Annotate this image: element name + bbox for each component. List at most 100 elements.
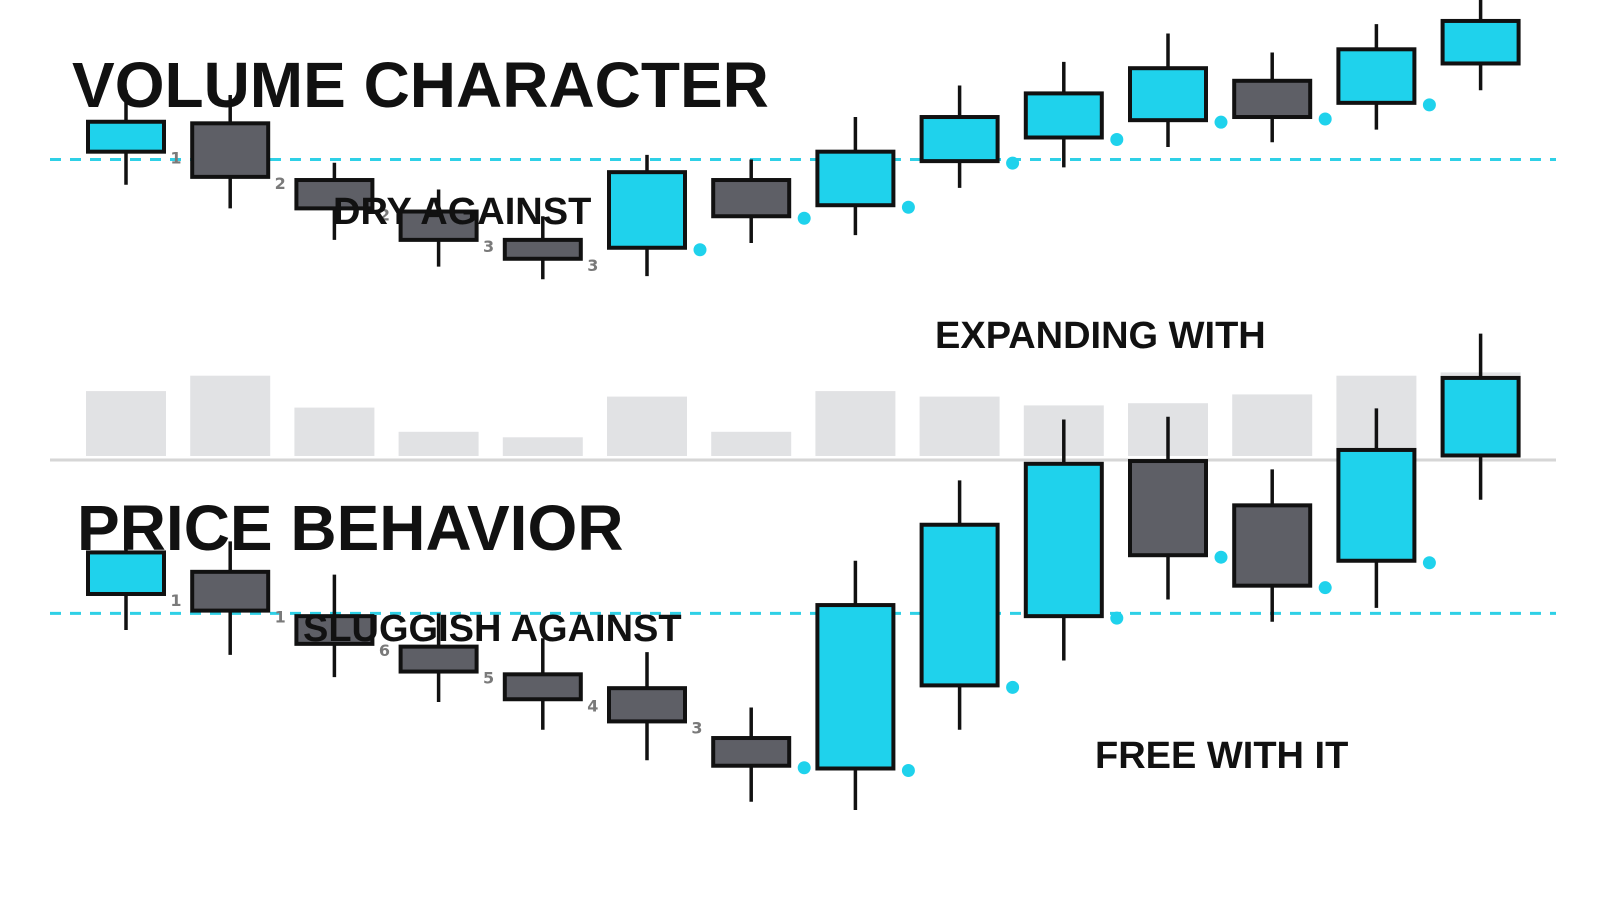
candle-body — [294, 614, 375, 646]
annotation-expanding-with: EXPANDING WITH — [935, 315, 1266, 357]
candle-body — [1023, 91, 1104, 140]
signal-dot — [693, 243, 707, 257]
signal-dot — [1422, 556, 1436, 570]
candle — [711, 159, 811, 244]
volume-bar — [711, 431, 792, 456]
candle-body — [607, 686, 687, 724]
candle-count-label: 6 — [379, 641, 390, 660]
candle — [1128, 416, 1228, 600]
volume-bars — [86, 372, 1521, 456]
candle — [1128, 33, 1228, 147]
candles: 1 2 2 3 3 — [86, 0, 1521, 280]
candle-body — [398, 644, 479, 674]
candle-count-label: 1 — [170, 591, 181, 610]
candle-body — [294, 178, 375, 211]
candle — [1440, 0, 1521, 91]
panel-title: PRICE BEHAVIOR — [77, 492, 623, 564]
candle-body — [1128, 459, 1208, 558]
candle-body — [86, 119, 166, 154]
candle: 2 — [294, 162, 390, 240]
signal-dot — [1422, 98, 1436, 112]
candle-body — [502, 672, 583, 702]
candle: 6 — [294, 574, 390, 678]
annotation-sluggish-against: SLUGGISH AGAINST — [303, 608, 682, 650]
candle-body — [919, 115, 1000, 164]
volume-bar — [398, 431, 479, 456]
candle-body — [86, 550, 166, 596]
candle: 3 — [398, 189, 494, 267]
candle-body — [1232, 78, 1313, 120]
candles: 1 1 6 5 43 — [86, 333, 1521, 811]
candle-count-label: 3 — [483, 237, 494, 256]
volume-bar — [86, 391, 166, 456]
candle — [919, 85, 1020, 188]
candle-count-label: 2 — [379, 205, 390, 224]
volume-bar — [190, 375, 271, 456]
candle-count-label: 1 — [275, 608, 286, 627]
candle-body — [815, 149, 896, 208]
annotation-free-with-it: FREE WITH IT — [1095, 735, 1348, 777]
volume-bar — [1232, 394, 1313, 456]
candle — [711, 707, 811, 802]
candle — [607, 154, 707, 277]
signal-dot — [1214, 115, 1228, 129]
candle-body — [711, 736, 792, 768]
candle-count-label: 2 — [275, 174, 286, 193]
candle-count-label: 4 — [587, 696, 598, 715]
candle — [1023, 61, 1124, 168]
signal-dot — [797, 761, 811, 775]
candle: 5 — [398, 613, 494, 703]
signal-dot — [1006, 156, 1020, 170]
candle-count-label: 1 — [170, 149, 181, 168]
signal-dot — [1318, 112, 1332, 126]
candle — [815, 560, 915, 811]
candle: 3 — [502, 216, 598, 280]
candle-body — [607, 170, 687, 250]
candle-body — [711, 178, 792, 219]
candle — [815, 117, 915, 236]
price-panel: 1 1 6 5 43 PRICE BEHAVIOR SLUGGISH AGAINST F… — [50, 333, 1556, 811]
candle: 1 — [86, 90, 182, 185]
candle: 4 — [502, 638, 598, 730]
signal-dot — [797, 211, 811, 225]
candle-body — [1128, 66, 1208, 123]
candle-body — [502, 237, 583, 261]
volume-bar — [294, 407, 375, 456]
signal-dot — [1110, 133, 1124, 146]
signal-dot — [1214, 550, 1228, 564]
panel-title: VOLUME CHARACTER — [72, 49, 769, 121]
candle-body — [1440, 375, 1521, 458]
candle-body — [1336, 47, 1417, 105]
candle: 3 — [607, 652, 703, 761]
signal-dot — [901, 764, 915, 777]
volume-bar — [502, 437, 583, 456]
candle-count-label: 3 — [587, 256, 598, 275]
candle-body — [1440, 18, 1521, 66]
candle — [1232, 52, 1332, 143]
annotation-dry-against: DRY AGAINST — [333, 191, 591, 233]
candle: 1 — [190, 541, 286, 655]
candle — [919, 480, 1020, 730]
candle: 2 — [190, 94, 286, 209]
volume-bar — [607, 396, 687, 456]
volume-bar — [815, 391, 896, 456]
candle — [1336, 24, 1436, 130]
signal-dot — [1006, 680, 1020, 694]
candle-body — [919, 522, 1000, 688]
candle-body — [1023, 461, 1104, 619]
candle — [1440, 333, 1521, 500]
signal-dot — [1110, 611, 1124, 625]
signal-dot — [1318, 581, 1332, 595]
candle: 1 — [86, 516, 182, 630]
volume-panel: 1 2 2 3 3 VOLUME CHARACTER DRY AGAINST EXPAN… — [50, 0, 1556, 456]
candle-body — [815, 603, 896, 771]
candle — [1232, 469, 1332, 622]
candle — [1023, 419, 1124, 661]
candle — [1336, 408, 1436, 608]
volume-bar — [919, 396, 1000, 456]
candle-body — [1232, 503, 1313, 588]
candle-count-label: 5 — [483, 669, 494, 688]
candle-body — [1336, 447, 1417, 563]
candle-body — [398, 209, 479, 242]
